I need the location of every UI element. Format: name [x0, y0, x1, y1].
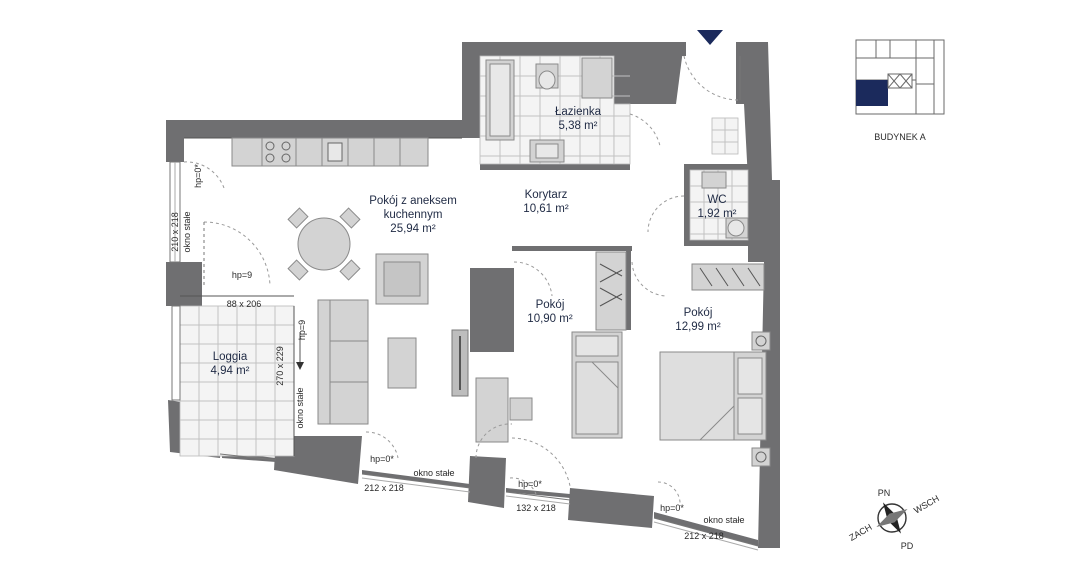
compass-west: ZACH: [847, 522, 873, 543]
loggia-side-hp: hp=9: [297, 320, 307, 340]
bottom-hp-3: hp=0*: [660, 503, 684, 513]
door-arcs: [183, 55, 741, 507]
compass-east: WSCH: [912, 493, 941, 515]
loggia-side-size: 270 x 229: [275, 346, 285, 386]
bottom-hp-2: hp=0*: [518, 479, 542, 489]
windows: [169, 161, 759, 551]
loggia-name: Loggia: [213, 351, 248, 363]
bottom-fixed-3: okno stałe: [703, 515, 744, 525]
left-window-hp: hp=0*: [193, 164, 203, 188]
bottom-hp-1: hp=0*: [370, 454, 394, 464]
room2-name: Pokój: [684, 307, 713, 319]
loggia-door-size: 88 x 206: [227, 299, 262, 309]
kitchen: [231, 137, 429, 167]
bathroom-area: 5,38 m²: [559, 120, 598, 132]
living-name-line2: kuchennym: [384, 209, 443, 221]
key-plan: BUDYNEK A: [855, 39, 945, 142]
left-window-fixed: okno stałe: [182, 211, 192, 252]
key-plan-building-label: BUDYNEK A: [874, 132, 926, 142]
bottom-size-2: 132 x 218: [516, 503, 556, 513]
wc-name: WC: [707, 194, 726, 206]
bathroom-name: Łazienka: [555, 106, 602, 118]
room1-area: 10,90 m²: [527, 313, 573, 325]
compass-south: PD: [901, 541, 914, 551]
bottom-size-3: 212 x 218: [684, 531, 724, 541]
walls: [166, 42, 780, 548]
corridor-area: 10,61 m²: [523, 203, 569, 215]
loggia-side-fixed: okno stałe: [295, 387, 305, 428]
living-area: 25,94 m²: [390, 223, 436, 235]
wc-tiles: [689, 117, 749, 241]
wc-area: 1,92 m²: [698, 208, 737, 220]
left-window-size: 210 x 218: [170, 212, 180, 252]
room2-area: 12,99 m²: [675, 321, 721, 333]
living-name-line1: Pokój z aneksem: [369, 195, 457, 207]
entrance-marker: [697, 30, 723, 45]
loggia-door-hp: hp=9: [232, 270, 252, 280]
corridor-name: Korytarz: [525, 189, 568, 201]
living-furniture: [287, 207, 469, 425]
bottom-size-1: 212 x 218: [364, 483, 404, 493]
room1-furniture: [475, 251, 627, 443]
bottom-fixed-1: okno stałe: [413, 468, 454, 478]
room2-furniture: [659, 263, 771, 467]
annotations: 210 x 218 okno stałe hp=0* hp=9 88 x 206…: [170, 164, 745, 541]
compass-north: PN: [878, 488, 891, 498]
bathroom-tiles: [479, 55, 631, 165]
compass: PN WSCH PD ZACH: [847, 488, 941, 551]
key-plan-highlight: [856, 80, 888, 106]
room-labels: Pokój z aneksem kuchennym 25,94 m² Koryt…: [211, 106, 737, 377]
loggia-tiles: [179, 295, 295, 457]
loggia-area: 4,94 m²: [211, 365, 250, 377]
room1-name: Pokój: [536, 299, 565, 311]
